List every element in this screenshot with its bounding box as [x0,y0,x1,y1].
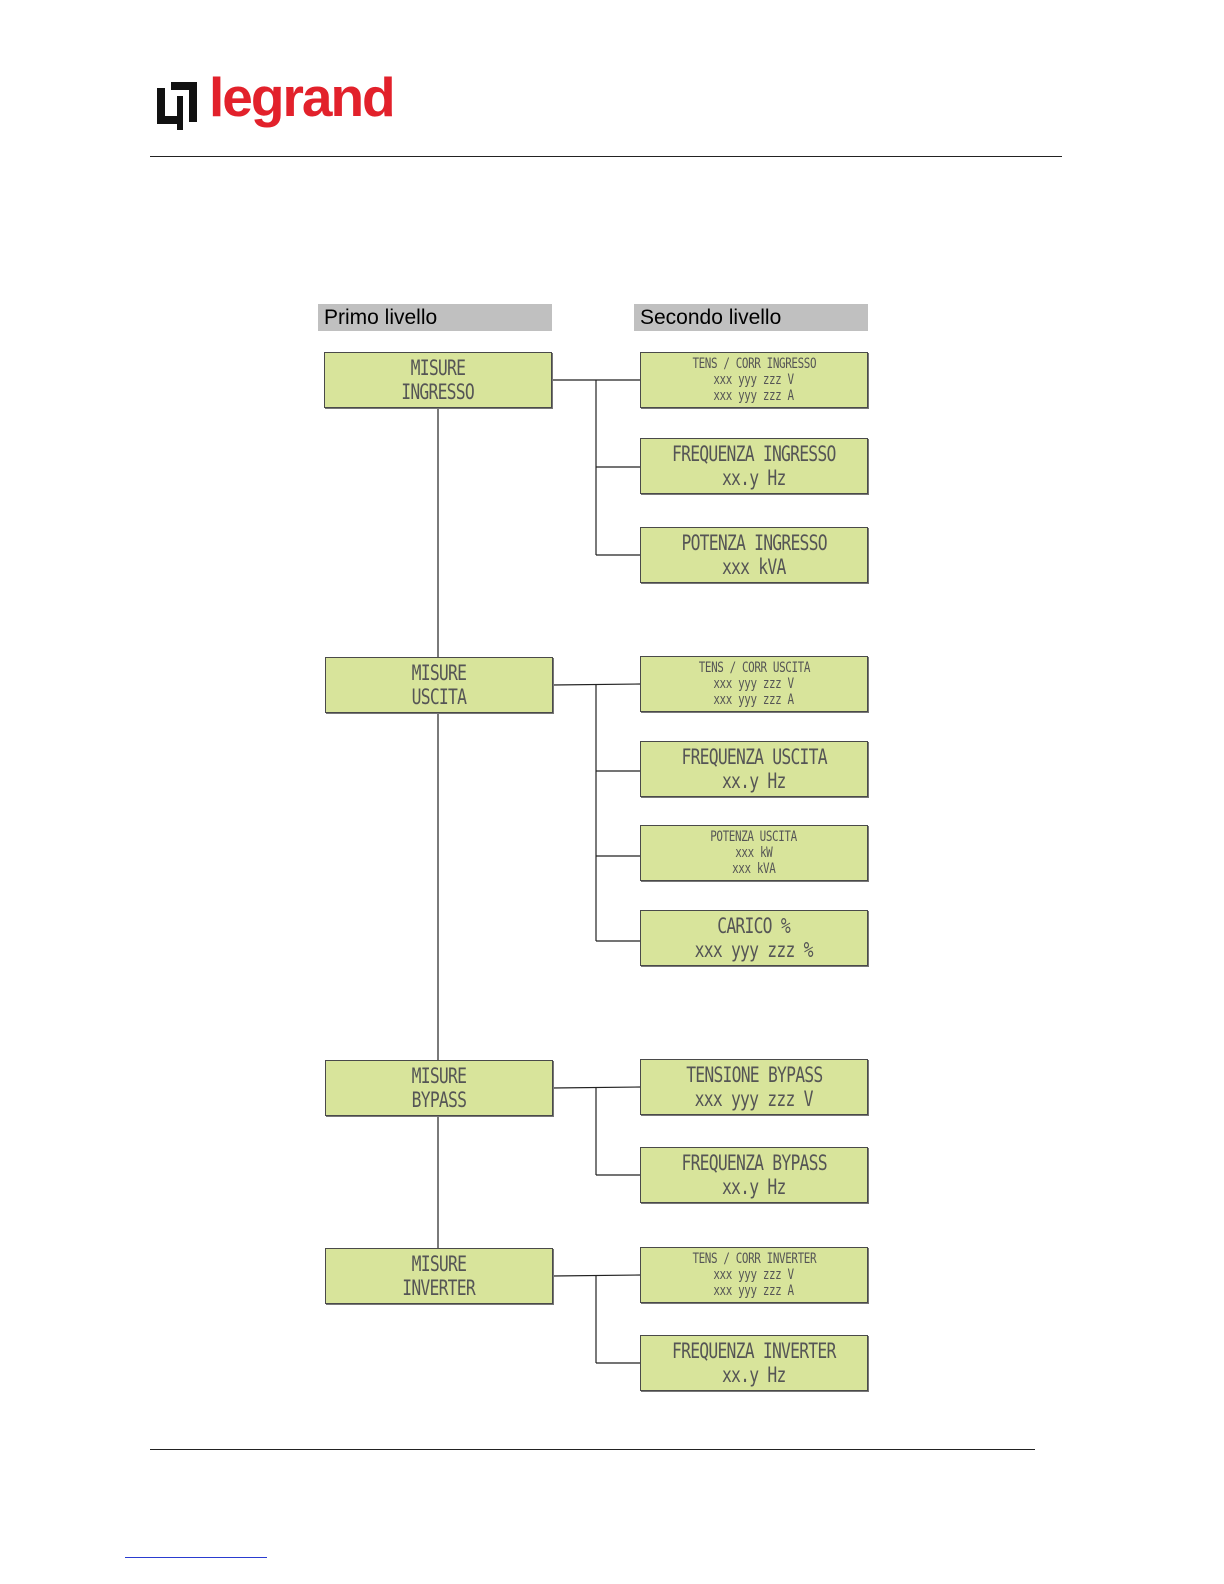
lcd-tens-corr-uscita: TENS / CORR USCITA xxx yyy zzz V xxx yyy… [640,656,868,712]
lcd-line: POTENZA USCITA [710,829,798,845]
lcd-line: xxx yyy zzz V [713,372,795,388]
lcd-tensione-bypass: TENSIONE BYPASS xxx yyy zzz V [640,1059,868,1115]
header-first-level: Primo livello [318,304,552,331]
lcd-line: xxx yyy zzz A [713,388,795,404]
lcd-line: CARICO % [717,914,791,938]
lcd-line: xxx yyy zzz A [713,1283,795,1299]
header-rule [150,156,1062,157]
lcd-frequenza-uscita: FREQUENZA USCITA xx.y Hz [640,741,868,797]
lcd-line: xxx kVA [732,861,776,877]
lcd-misure-uscita: MISURE USCITA [325,657,553,713]
header-second-level: Secondo livello [634,304,868,331]
lcd-line: MISURE [411,1252,467,1276]
lcd-misure-ingresso: MISURE INGRESSO [324,352,552,408]
lcd-line: TENSIONE BYPASS [685,1063,823,1087]
lcd-frequenza-bypass: FREQUENZA BYPASS xx.y Hz [640,1147,868,1203]
lcd-line: TENS / CORR USCITA [698,660,810,676]
lcd-misure-inverter: MISURE INVERTER [325,1248,553,1304]
lcd-line: BYPASS [411,1088,467,1112]
lcd-line: FREQUENZA USCITA [681,745,827,769]
lcd-line: MISURE [411,1064,467,1088]
lcd-carico: CARICO % xxx yyy zzz % [640,910,868,966]
lcd-potenza-uscita: POTENZA USCITA xxx kW xxx kVA [640,825,868,881]
lcd-misure-bypass: MISURE BYPASS [325,1060,553,1116]
lcd-line: MISURE [411,661,467,685]
lcd-line: xxx kW [735,845,773,861]
lcd-line: xxx kVA [722,555,786,579]
lcd-line: xx.y Hz [722,466,786,490]
lcd-line: xx.y Hz [722,1175,786,1199]
lcd-line: xxx yyy zzz V [713,676,795,692]
lcd-frequenza-ingresso: FREQUENZA INGRESSO xx.y Hz [640,438,868,494]
lcd-line: xxx yyy zzz V [713,1267,795,1283]
lcd-line: FREQUENZA INVERTER [672,1339,836,1363]
brand-name: legrand [209,66,396,128]
lcd-tens-corr-ingresso: TENS / CORR INGRESSO xxx yyy zzz V xxx y… [640,352,868,408]
lcd-line: xxx yyy zzz A [713,692,795,708]
lcd-line: TENS / CORR INGRESSO [692,356,816,372]
lcd-potenza-ingresso: POTENZA INGRESSO xxx kVA [640,527,868,583]
footer-link-underline[interactable] [125,1557,267,1558]
lcd-line: POTENZA INGRESSO [681,531,827,555]
lcd-line: INVERTER [402,1276,476,1300]
lcd-line: xx.y Hz [722,1363,786,1387]
lcd-line: USCITA [411,685,467,709]
lcd-line: xx.y Hz [722,769,786,793]
lcd-line: xxx yyy zzz % [694,938,814,962]
lcd-tens-corr-inverter: TENS / CORR INVERTER xxx yyy zzz V xxx y… [640,1247,868,1303]
legrand-mark-icon [157,82,197,130]
lcd-line: INGRESSO [401,380,475,404]
lcd-frequenza-inverter: FREQUENZA INVERTER xx.y Hz [640,1335,868,1391]
lcd-line: FREQUENZA BYPASS [681,1151,827,1175]
lcd-line: TENS / CORR INVERTER [692,1251,816,1267]
lcd-line: FREQUENZA INGRESSO [672,442,836,466]
legrand-logo: legrand [155,70,415,146]
lcd-line: xxx yyy zzz V [694,1087,814,1111]
footer-rule [150,1449,1035,1450]
lcd-line: MISURE [410,356,466,380]
